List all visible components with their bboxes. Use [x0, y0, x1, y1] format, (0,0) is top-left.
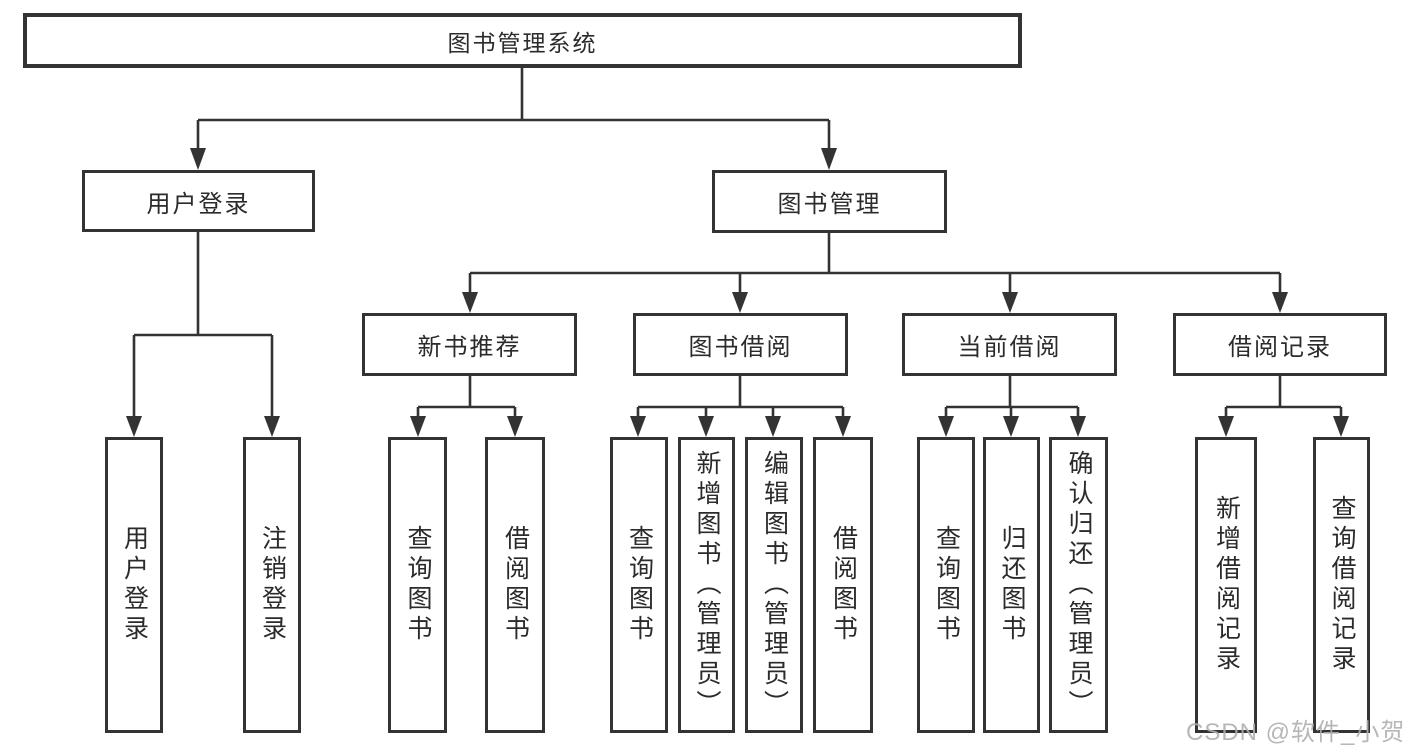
node-leaf-query-borrow-record: 查询借阅记录 [1313, 437, 1370, 733]
node-leaf-return-book: 归还图书 [983, 437, 1040, 733]
node-label: 查询图书 [932, 525, 961, 645]
node-leaf-query-book-1: 查询图书 [388, 437, 447, 733]
csdn-watermark: CSDN @软件_小贺同学 [1186, 719, 1405, 746]
arrowheads [126, 148, 1349, 437]
node-label: 借阅图书 [829, 525, 858, 645]
node-borrowing-records: 借阅记录 [1173, 313, 1387, 376]
node-leaf-confirm-return-admin: 确认归还（管理员） [1049, 437, 1108, 733]
node-leaf-borrow-book-2: 借阅图书 [813, 437, 873, 733]
node-label: 新增借阅记录 [1212, 495, 1241, 675]
node-label: 用户登录 [146, 190, 251, 218]
node-leaf-add-borrow-record: 新增借阅记录 [1195, 437, 1257, 733]
node-library-management-system: 图书管理系统 [23, 13, 1022, 68]
node-new-book-recommend: 新书推荐 [362, 313, 577, 376]
node-label: 借阅图书 [501, 525, 530, 645]
node-leaf-add-book-admin: 新增图书（管理员） [678, 437, 735, 733]
node-leaf-edit-book-admin: 编辑图书（管理员） [745, 437, 803, 733]
node-leaf-query-book-2: 查询图书 [610, 437, 668, 733]
node-label: 图书管理 [777, 191, 882, 218]
node-leaf-query-book-3: 查询图书 [917, 437, 975, 733]
node-label: 借阅记录 [1228, 334, 1332, 361]
node-label: 归还图书 [998, 525, 1026, 645]
node-book-borrowing: 图书借阅 [633, 313, 848, 376]
node-label: 注销登录 [258, 525, 287, 645]
node-label: 确认归还（管理员） [1065, 450, 1093, 720]
node-leaf-borrow-book-1: 借阅图书 [485, 437, 545, 733]
node-leaf-user-login: 用户登录 [105, 437, 163, 733]
node-label: 查询图书 [625, 525, 654, 645]
node-book-management: 图书管理 [712, 170, 947, 233]
node-label: 新增图书（管理员） [693, 450, 721, 720]
node-leaf-logout: 注销登录 [243, 437, 301, 733]
node-label: 编辑图书（管理员） [760, 450, 789, 720]
node-label: 当前借阅 [957, 334, 1062, 361]
node-label: 查询借阅记录 [1328, 495, 1356, 675]
node-label: 查询图书 [404, 525, 432, 645]
node-label: 新书推荐 [417, 334, 522, 361]
node-current-borrowing: 当前借阅 [902, 313, 1117, 376]
node-label: 用户登录 [120, 525, 149, 645]
node-label: 图书管理系统 [447, 29, 598, 56]
node-label: 图书借阅 [688, 334, 793, 361]
node-user-login: 用户登录 [82, 170, 315, 232]
